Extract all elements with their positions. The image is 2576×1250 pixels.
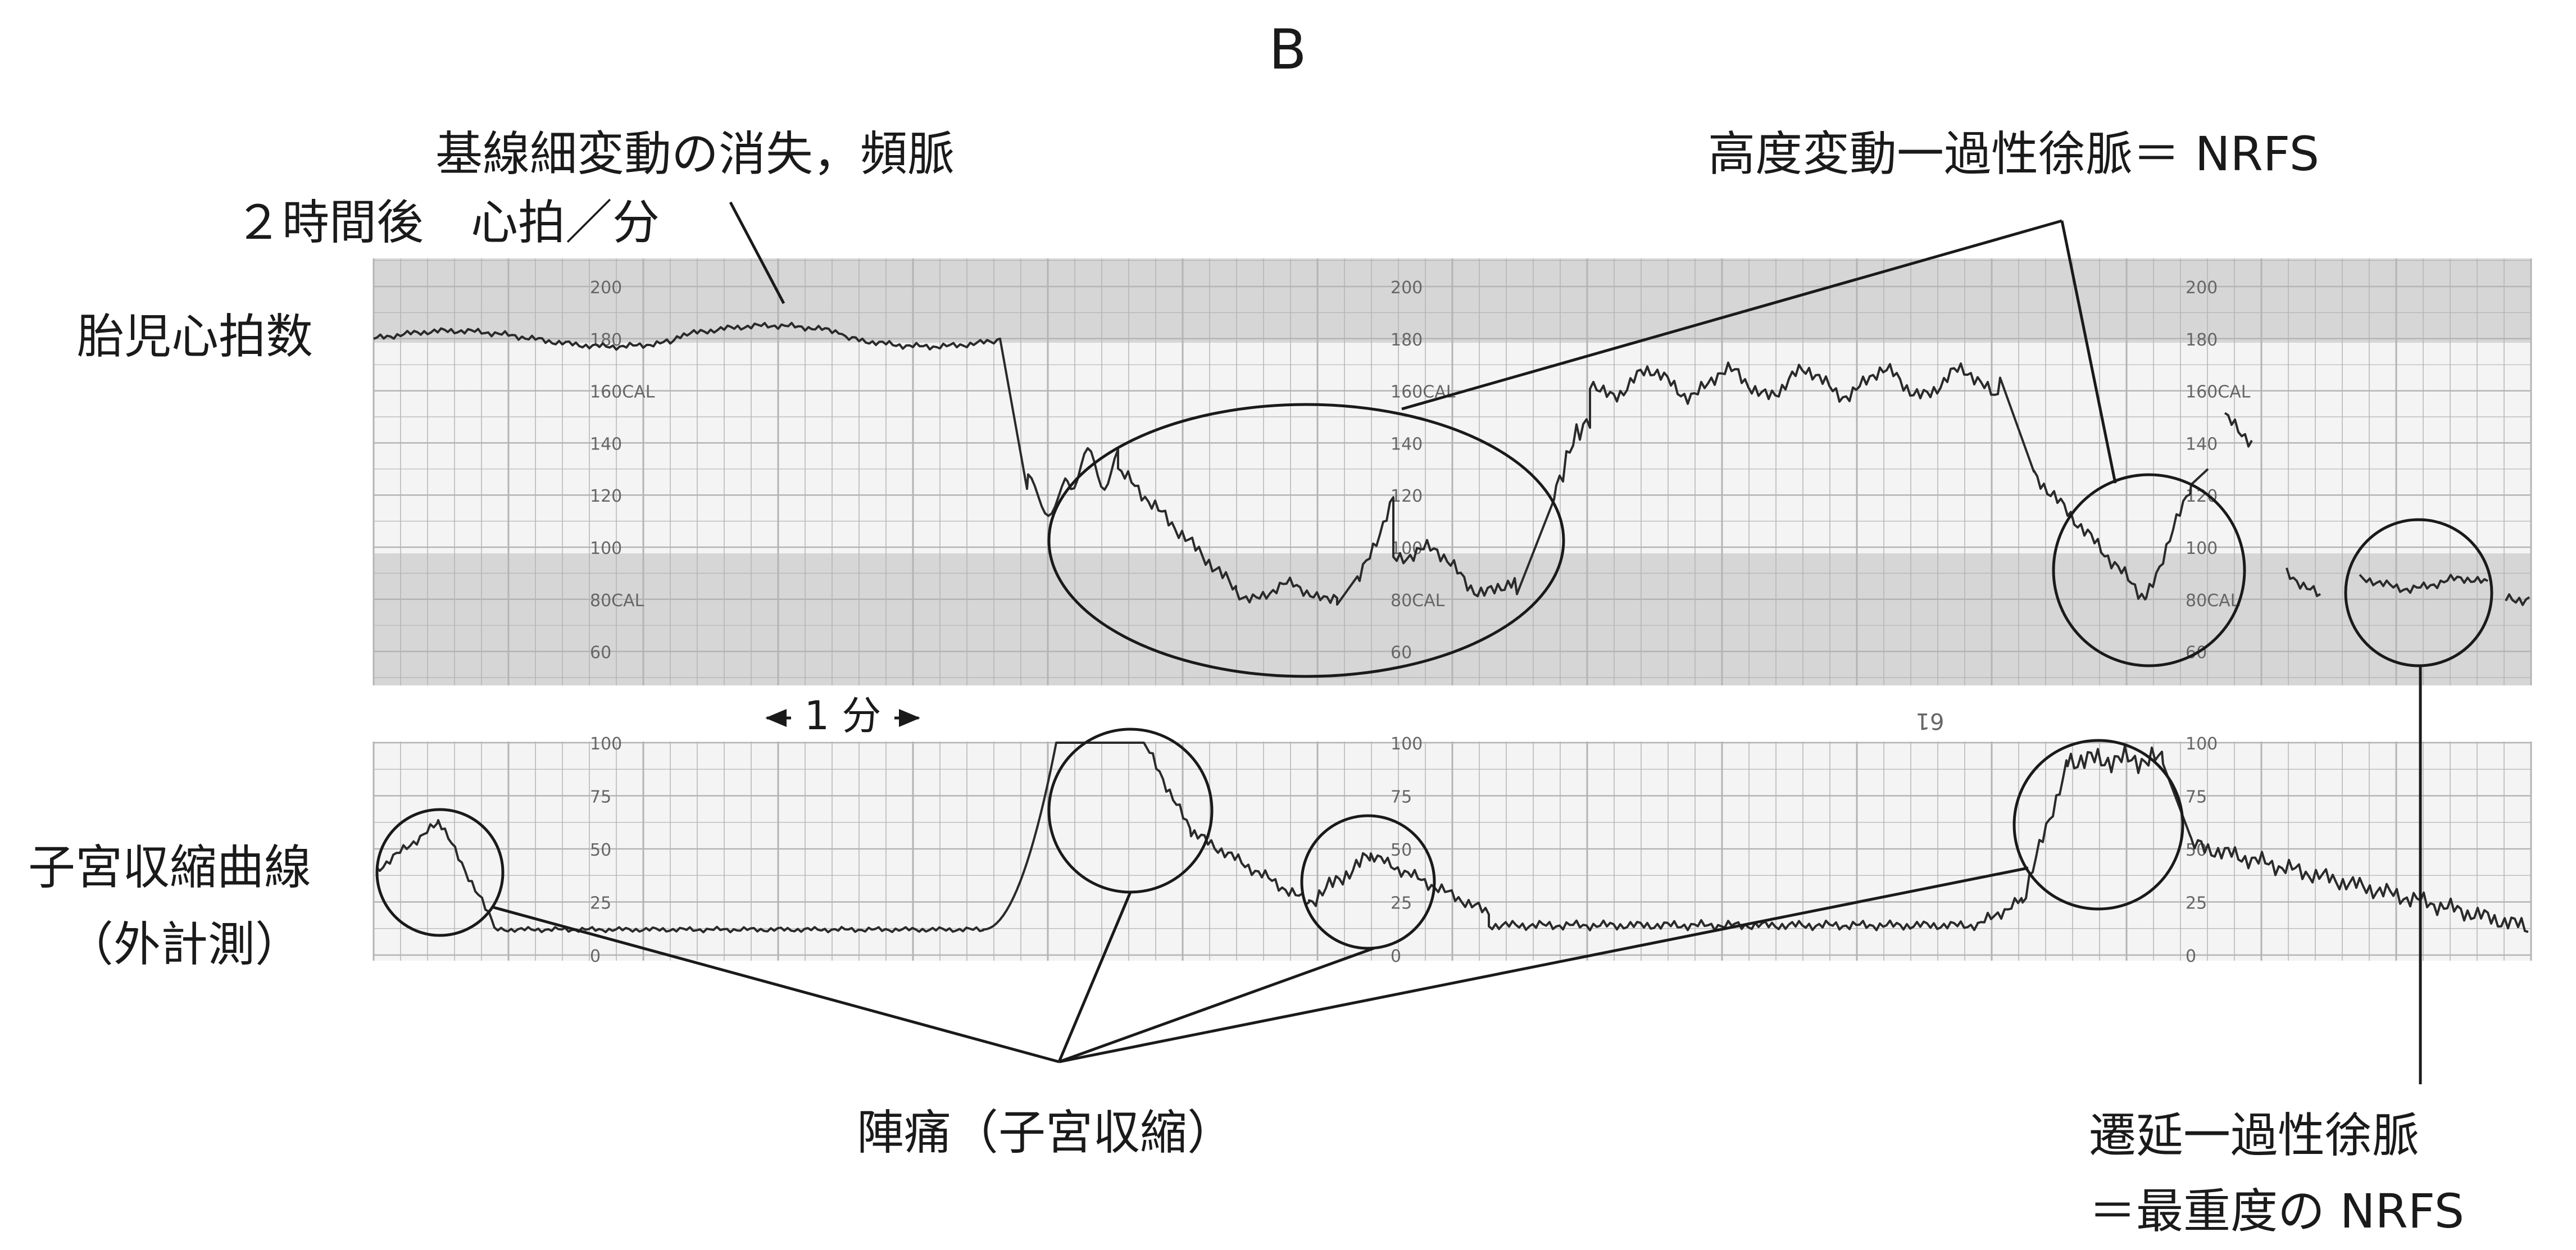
uc-scale-label: 100 [2186,734,2218,754]
uc-section-label-line2: （外計測） [66,917,302,972]
panel-label: B [1269,18,1306,82]
annotation-labor-pains: 陣痛（子宮収縮） [857,1105,1234,1160]
fhr-scale-label: 120 [1391,487,1423,506]
uc-scale-label: 25 [1391,894,1412,913]
fhr-grid [372,258,2532,685]
fhr-scale-label: 180 [2186,330,2218,350]
uc-scale-label: 0 [2186,947,2196,966]
uc-scale-label: 25 [2186,894,2207,913]
decel-circle-2 [2052,473,2246,667]
fhr-scale-label: 60 [1391,643,1412,663]
minute-marker-label: 1 分 [805,693,882,739]
uc-scale-label: 0 [1391,947,1401,966]
uc-scale-label: 75 [1391,788,1412,807]
fhr-scale-label: 140 [590,434,622,454]
page-number-mark: 61 [1916,708,1945,734]
uc-scale-label: 75 [590,788,611,807]
uc-scale-label: 100 [1391,734,1423,754]
uc-scale-label: 50 [590,840,611,860]
uc-scale-label: 25 [590,894,611,913]
fhr-scale-label: 200 [1391,278,1423,298]
fhr-scale-label: 160CAL [2186,383,2251,402]
variable-decel-ellipse-main [1047,403,1565,678]
fhr-section-label: 胎児心拍数 [77,309,313,364]
fhr-scale-label: 160CAL [1391,383,1456,402]
uc-scale-label: 75 [2186,788,2207,807]
fhr-scale-label: 120 [590,487,622,506]
fhr-trace [373,321,2209,606]
fhr-scale-label: 200 [590,278,622,298]
time-label: ２時間後 心拍／分 [235,195,660,250]
annotation-prolonged-decel-1: 遷延一過性徐脈 [2089,1108,2419,1163]
leader-lines [493,201,2422,1084]
uc-grid [372,742,2532,961]
contraction-circle-3 [1300,814,1436,950]
fhr-scale-label: 100 [2186,539,2218,558]
minute-marker: 1 分 [765,693,920,739]
uc-scale-label: 0 [590,947,601,966]
contraction-circle-4 [2012,739,2184,911]
fhr-scale-label: 100 [590,539,622,558]
fhr-scale-label: 160CAL [590,383,655,402]
contraction-circle-1 [375,808,505,937]
fhr-scale-label: 140 [2186,434,2218,454]
uc-scale-label: 50 [1391,840,1412,860]
fhr-scale-label: 180 [1391,330,1423,350]
uc-section-label-line1: 子宮収縮曲線 [28,840,311,895]
fhr-scale-label: 200 [2186,278,2218,298]
fhr-scale-label: 80CAL [590,591,644,611]
fhr-scale-label: 80CAL [1391,591,1445,611]
annotation-prolonged-decel-2: ＝最重度の NRFS [2089,1184,2464,1239]
fhr-scale-label: 60 [590,643,611,663]
uc-scale-label: 100 [590,734,622,754]
annotation-severe-variable: 高度変動一過性徐脈＝ NRFS [1708,126,2319,181]
fhr-trace-segment [2224,412,2530,606]
prolonged-decel-circle [2344,518,2493,667]
annotation-baseline-loss: 基線細変動の消失，頻脈 [435,126,955,181]
fhr-scale-label: 140 [1391,434,1423,454]
fhr-scale-label: 80CAL [2186,591,2240,611]
